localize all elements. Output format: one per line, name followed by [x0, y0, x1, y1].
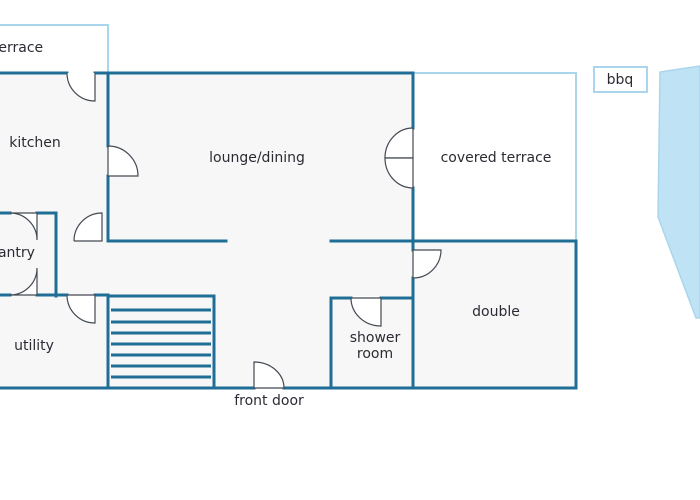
doors: [9, 72, 442, 389]
bbq-label: bbq: [607, 72, 634, 88]
covered-terrace-label: covered terrace: [441, 150, 552, 166]
terrace-outline: [0, 24, 109, 73]
pantry-door-lower: [9, 267, 38, 296]
walls: [0, 71, 578, 390]
pantry-label: pantry: [0, 245, 35, 261]
lounge-floor: [108, 73, 413, 241]
double-label: double: [472, 304, 520, 320]
terrace-door: [66, 72, 96, 102]
pantry-floor: [0, 213, 56, 295]
shower-room-label-line2: room: [357, 346, 393, 362]
kitchen-lounge-door: [107, 145, 139, 177]
covered-terrace-outline: [413, 72, 577, 241]
covered-terrace-door-lower: [384, 157, 414, 189]
double-floor: [413, 241, 575, 388]
front-door: [253, 361, 285, 389]
outdoor-areas: [0, 24, 700, 319]
shower-room-door: [350, 297, 382, 327]
double-door: [412, 249, 442, 279]
hall-door: [73, 212, 103, 242]
utility-door: [66, 294, 96, 324]
pool: [657, 65, 700, 319]
kitchen-label: kitchen: [9, 135, 61, 151]
shower-room-label-line1: shower: [350, 330, 401, 346]
terrace-label: terrace: [0, 40, 43, 56]
lounge-dining-label: lounge/dining: [209, 150, 305, 166]
hall-floor-main: [108, 241, 413, 296]
pantry-door-upper: [9, 212, 38, 241]
floor-fills: [0, 73, 575, 388]
bbq-box: [593, 66, 648, 93]
utility-label: utility: [14, 338, 54, 354]
front-door-label: front door: [234, 393, 304, 409]
room-labels: terrace kitchen lounge/dining covered te…: [0, 40, 633, 409]
utility-floor: [0, 295, 56, 388]
